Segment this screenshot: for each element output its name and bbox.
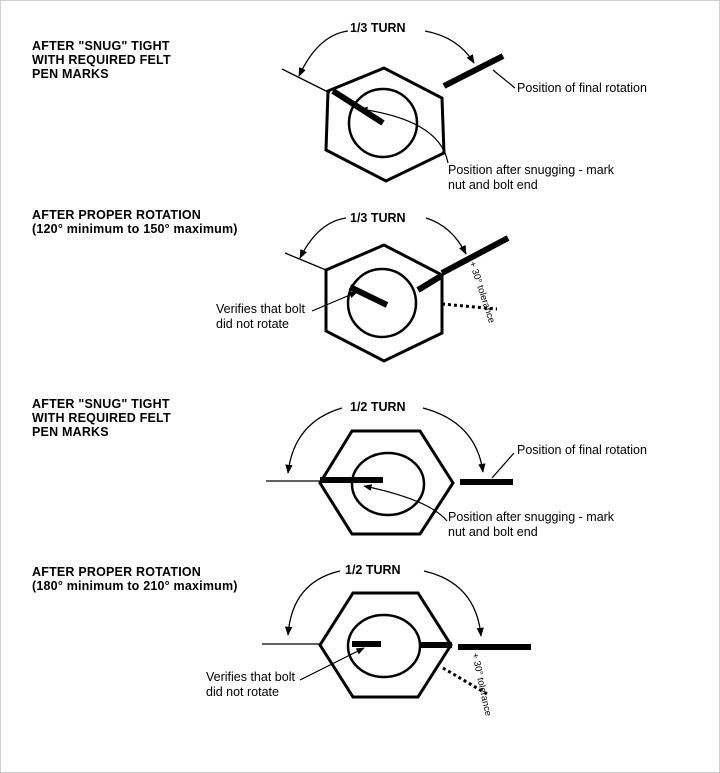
- panel-1-heading-line: AFTER "SNUG" TIGHT: [32, 39, 170, 53]
- panel-1-heading-line: PEN MARKS: [32, 67, 109, 81]
- panel-2-turn-arc: [299, 217, 347, 259]
- panel-1-bolt-mark: [331, 88, 385, 126]
- panel-4-heading: AFTER PROPER ROTATION (180° minimum to 2…: [32, 565, 238, 593]
- panel-3-turn-label: 1/2 TURN: [350, 400, 406, 414]
- panel-2-nut-mark: [416, 273, 443, 293]
- panel-2-verify-label-line: Verifies that bolt: [216, 302, 305, 316]
- panel-4-turn-arc: [284, 570, 341, 636]
- panel-1-turn-arc: [298, 30, 349, 77]
- panel-3-bolt-circle: [350, 451, 426, 517]
- panel-3-heading-line: WITH REQUIRED FELT: [32, 411, 171, 425]
- panel-4-turn-arc-right: [423, 570, 484, 637]
- panel-1-final-rotation-label: Position of final rotation: [517, 81, 647, 95]
- panel-3-turn-arc: [285, 407, 343, 474]
- panel-4-verify-leader: [299, 647, 365, 681]
- panel-1-snug-leader: [359, 106, 449, 164]
- panel-1-snug-label-line: nut and bolt end: [448, 178, 538, 192]
- panel-2-nut-hexagon: [324, 243, 444, 363]
- panel-4-drawing: [262, 570, 531, 699]
- panel-4-tolerance-line: [442, 666, 488, 696]
- panel-1-final-mark: [442, 53, 505, 89]
- panel-4-nut-hexagon: [318, 591, 453, 699]
- panel-2-turn-label: 1/3 TURN: [350, 211, 406, 225]
- panel-2-turn-arc-right: [425, 217, 467, 255]
- panel-1-heading: AFTER "SNUG" TIGHT WITH REQUIRED FELT PE…: [32, 39, 171, 81]
- panel-3-snug-label-line: Position after snugging - mark: [448, 510, 615, 524]
- panel-3-final-rotation-label: Position of final rotation: [517, 443, 647, 457]
- panel-2-bolt-mark: [348, 284, 389, 308]
- panel-2-bolt-circle: [346, 267, 418, 339]
- panel-3-heading: AFTER "SNUG" TIGHT WITH REQUIRED FELT PE…: [32, 397, 171, 439]
- panel-2-drawing: [284, 217, 510, 363]
- panel-1-turn-arc-right: [424, 30, 475, 64]
- panel-3-final-leader: [491, 452, 515, 479]
- panel-4-heading-line: (180° minimum to 210° maximum): [32, 579, 238, 593]
- panel-3-drawing: [266, 407, 515, 536]
- panel-4-verify-label: Verifies that bolt did not rotate: [206, 670, 295, 700]
- panel-3-snug-leader: [363, 484, 448, 522]
- panel-1-snug-label: Position after snugging - mark nut and b…: [448, 163, 614, 193]
- panel-1-heading-line: WITH REQUIRED FELT: [32, 53, 171, 67]
- panel-2-heading-line: (120° minimum to 150° maximum): [32, 222, 238, 236]
- panel-2-heading-line: AFTER PROPER ROTATION: [32, 208, 202, 222]
- panel-3-snug-label: Position after snugging - mark nut and b…: [448, 510, 614, 540]
- panel-1-nut-hexagon: [324, 66, 446, 183]
- panel-1-final-leader: [492, 69, 516, 89]
- panel-2-verify-label: Verifies that bolt did not rotate: [216, 302, 305, 332]
- panel-1-reference-line: [281, 68, 331, 94]
- panel-1-snug-label-line: Position after snugging - mark: [448, 163, 615, 177]
- panel-3-heading-line: PEN MARKS: [32, 425, 109, 439]
- panel-3-snug-label-line: nut and bolt end: [448, 525, 538, 539]
- panel-4-heading-line: AFTER PROPER ROTATION: [32, 565, 202, 579]
- panel-2-verify-label-line: did not rotate: [216, 317, 289, 331]
- panel-2-heading: AFTER PROPER ROTATION (120° minimum to 1…: [32, 208, 238, 236]
- panel-4-verify-label-line: Verifies that bolt: [206, 670, 295, 684]
- panel-2-reference-line: [284, 252, 327, 271]
- panel-4-turn-label: 1/2 TURN: [345, 563, 401, 577]
- panel-3-heading-line: AFTER "SNUG" TIGHT: [32, 397, 170, 411]
- panel-4-verify-label-line: did not rotate: [206, 685, 279, 699]
- panel-1-turn-label: 1/3 TURN: [350, 21, 406, 35]
- panel-1-drawing: [281, 30, 516, 183]
- panel-3-turn-arc-right: [422, 407, 486, 473]
- panel-1-bolt-circle: [347, 87, 419, 159]
- panel-2-verify-leader: [311, 291, 358, 312]
- panel-2-final-mark: [440, 235, 510, 276]
